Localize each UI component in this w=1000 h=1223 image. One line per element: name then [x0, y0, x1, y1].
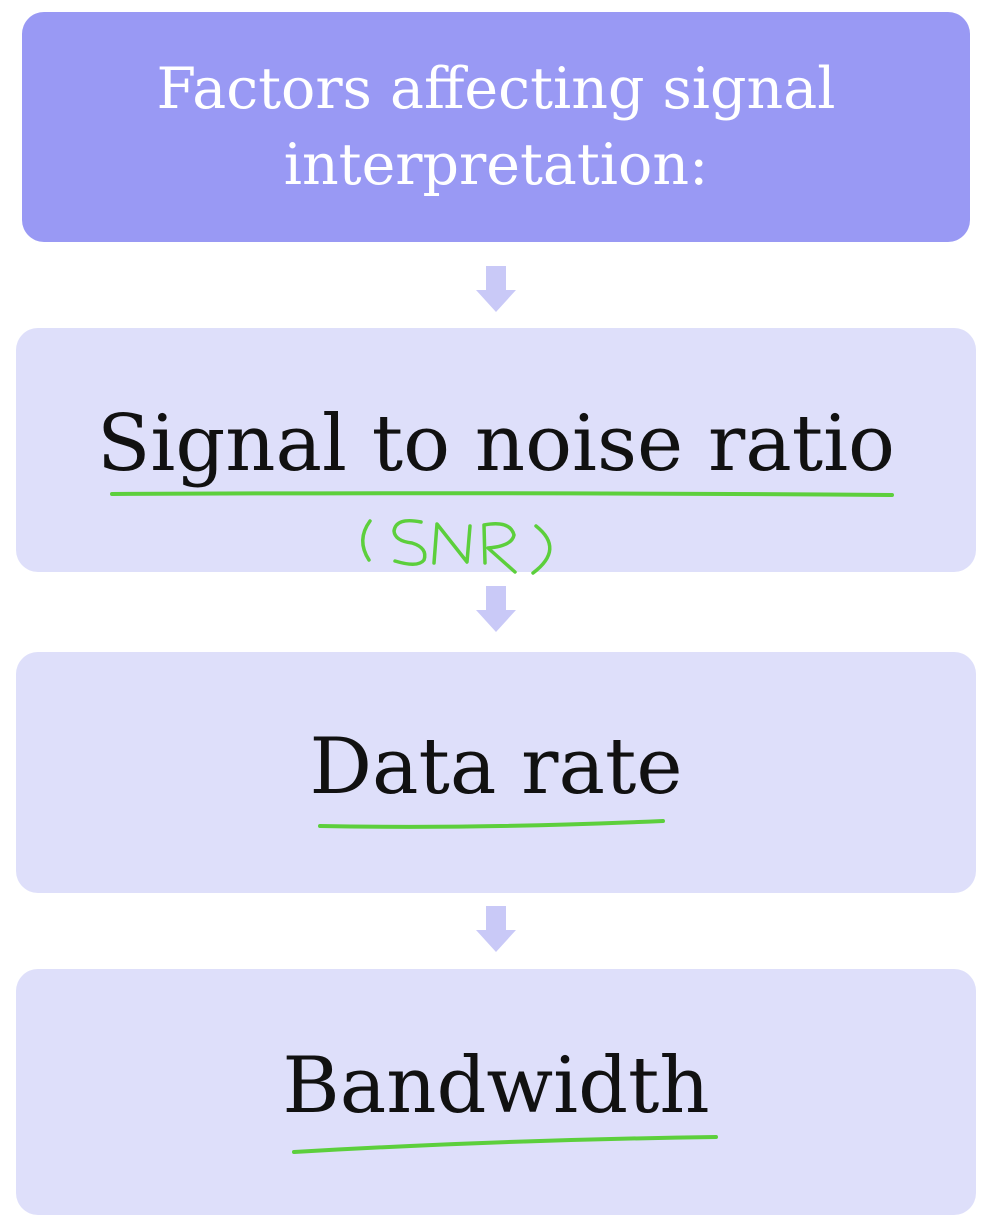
down-arrow-icon [476, 906, 516, 952]
header-box: Factors affecting signal interpretation: [22, 12, 970, 242]
bandwidth-box: Bandwidth [16, 969, 976, 1215]
header-text: Factors affecting signal interpretation: [156, 56, 836, 198]
snr-label: Signal to noise ratio [96, 399, 896, 489]
data-rate-box: Data rate [16, 652, 976, 893]
data-rate-label: Data rate [309, 721, 683, 812]
snr-box: Signal to noise ratio [16, 328, 976, 572]
down-arrow-icon [476, 266, 516, 312]
down-arrow-icon [476, 586, 516, 632]
bandwidth-label: Bandwidth [282, 1041, 710, 1131]
